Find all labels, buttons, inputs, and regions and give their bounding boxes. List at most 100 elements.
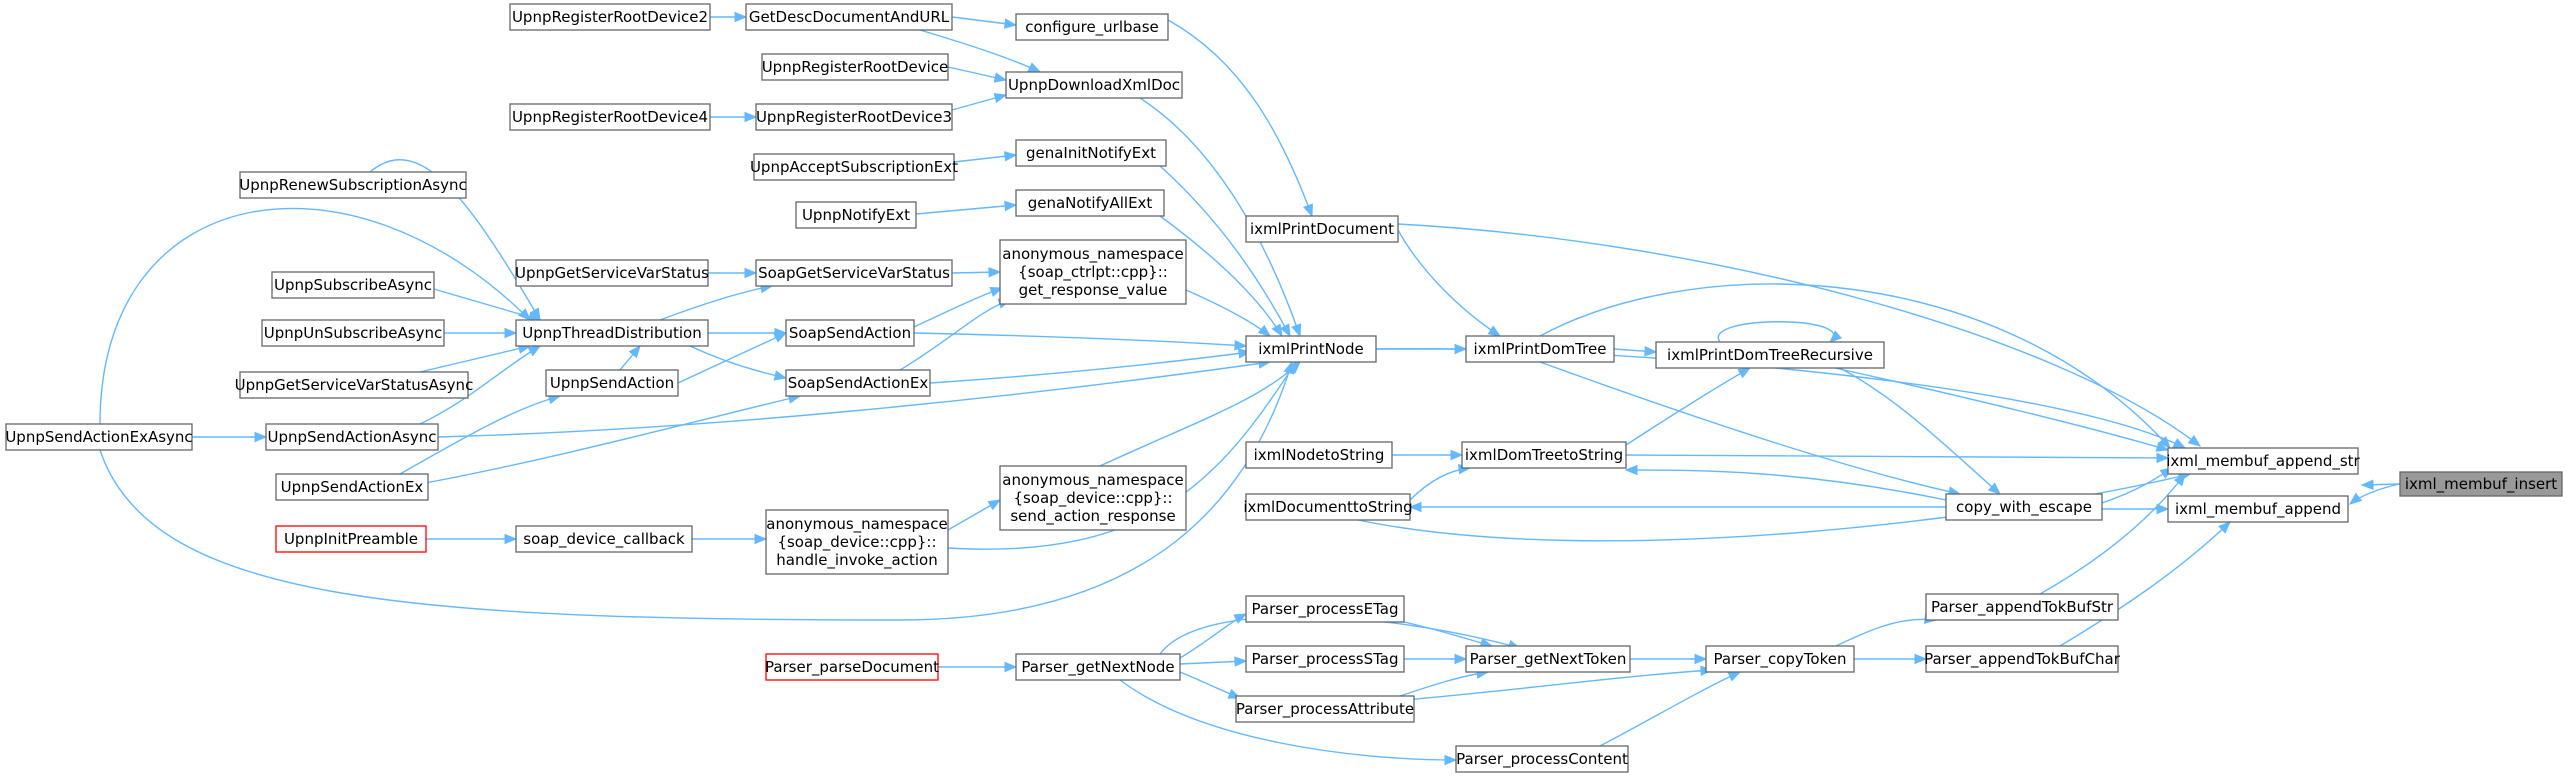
node-box[interactable]	[755, 259, 953, 287]
node-box[interactable]	[1005, 71, 1183, 99]
node-box[interactable]	[1245, 335, 1377, 363]
node-box[interactable]	[239, 171, 467, 199]
graph-node-register-root4[interactable]: UpnpRegisterRootDevice4	[509, 103, 711, 131]
graph-node-register-root2[interactable]: UpnpRegisterRootDevice2	[509, 3, 711, 31]
node-box[interactable]	[1245, 215, 1399, 243]
node-box[interactable]	[999, 465, 1187, 531]
graph-node-print-document[interactable]: ixmlPrintDocument	[1245, 215, 1399, 243]
node-box[interactable]	[2167, 447, 2359, 475]
node-box[interactable]	[509, 103, 711, 131]
node-box[interactable]	[1245, 441, 1393, 469]
node-box[interactable]	[1015, 13, 1169, 41]
node-box[interactable]	[515, 525, 693, 553]
graph-node-print-dom-tree[interactable]: ixmlPrintDomTree	[1465, 335, 1615, 363]
node-box[interactable]	[753, 153, 955, 181]
graph-node-notify-ext[interactable]: UpnpNotifyExt	[795, 201, 917, 229]
graph-node-domtree-to-string[interactable]: ixmlDomTreetoString	[1461, 441, 1627, 469]
node-box[interactable]	[265, 423, 439, 451]
node-box[interactable]	[509, 3, 711, 31]
graph-node-unsubscribe-async[interactable]: UpnpUnSubscribeAsync	[261, 319, 445, 347]
graph-node-soap-send-action-ex[interactable]: SoapSendActionEx	[785, 369, 931, 397]
graph-node-soap-device-callback[interactable]: soap_device_callback	[515, 525, 693, 553]
node-box[interactable]	[261, 319, 445, 347]
graph-node-process-etag[interactable]: Parser_processETag	[1245, 595, 1405, 623]
node-box[interactable]	[765, 653, 939, 681]
node-box[interactable]	[1925, 645, 2119, 673]
node-box[interactable]	[1015, 653, 1181, 681]
graph-node-send-action-ex-async[interactable]: UpnpSendActionExAsync	[5, 423, 193, 451]
node-box[interactable]	[1655, 341, 1885, 369]
graph-node-append[interactable]: ixml_membuf_append	[2167, 495, 2349, 523]
graph-node-append-tok-buf-str[interactable]: Parser_appendTokBufStr	[1925, 593, 2119, 621]
node-box[interactable]	[1245, 595, 1405, 623]
graph-node-renew-sub-async[interactable]: UpnpRenewSubscriptionAsync	[239, 171, 467, 199]
node-box[interactable]	[1461, 441, 1627, 469]
graph-node-document-to-string[interactable]: ixmlDocumenttoString	[1243, 493, 1413, 521]
node-box[interactable]	[5, 423, 193, 451]
graph-node-gena-init-notify[interactable]: genaInitNotifyExt	[1015, 139, 1167, 167]
graph-node-accept-sub-ext[interactable]: UpnpAcceptSubscriptionExt	[750, 153, 958, 181]
node-box[interactable]	[999, 239, 1187, 305]
node-box[interactable]	[755, 103, 953, 131]
node-box[interactable]	[745, 3, 953, 31]
node-box[interactable]	[1705, 645, 1855, 673]
graph-node-process-attribute[interactable]: Parser_processAttribute	[1235, 695, 1415, 723]
graph-node-append-str[interactable]: ixml_membuf_append_str	[2166, 447, 2361, 475]
graph-node-insert[interactable]: ixml_membuf_insert	[2399, 471, 2563, 497]
graph-node-subscribe-async[interactable]: UpnpSubscribeAsync	[271, 271, 435, 299]
node-box[interactable]	[275, 525, 427, 553]
graph-node-get-next-node[interactable]: Parser_getNextNode	[1015, 653, 1181, 681]
node-box[interactable]	[1925, 593, 2119, 621]
graph-node-soap-get-service-var-status[interactable]: SoapGetServiceVarStatus	[755, 259, 953, 287]
node-box[interactable]	[1235, 695, 1415, 723]
graph-node-get-response-value[interactable]: anonymous_namespace{soap_ctrlpt::cpp}::g…	[999, 239, 1187, 305]
node-box[interactable]	[785, 319, 915, 347]
node-box[interactable]	[765, 509, 949, 575]
graph-node-send-action-async[interactable]: UpnpSendActionAsync	[265, 423, 439, 451]
graph-node-nodeto-string[interactable]: ixmlNodetoString	[1245, 441, 1393, 469]
graph-node-get-service-var-status-async[interactable]: UpnpGetServiceVarStatusAsync	[235, 371, 474, 399]
graph-node-handle-invoke-action[interactable]: anonymous_namespace{soap_device::cpp}::h…	[765, 509, 949, 575]
node-box[interactable]	[275, 473, 429, 501]
graph-node-parse-document[interactable]: Parser_parseDocument	[765, 653, 939, 681]
graph-node-get-desc-doc[interactable]: GetDescDocumentAndURL	[745, 3, 953, 31]
graph-node-append-tok-buf-char[interactable]: Parser_appendTokBufChar	[1924, 645, 2121, 673]
graph-node-get-service-var-status[interactable]: UpnpGetServiceVarStatus	[515, 259, 709, 287]
node-box[interactable]	[1465, 645, 1631, 673]
node-box[interactable]	[515, 259, 709, 287]
graph-node-soap-send-action[interactable]: SoapSendAction	[785, 319, 915, 347]
graph-node-send-action-response[interactable]: anonymous_namespace{soap_device::cpp}::s…	[999, 465, 1187, 531]
graph-node-print-dom-tree-rec[interactable]: ixmlPrintDomTreeRecursive	[1655, 341, 1885, 369]
node-box[interactable]	[545, 369, 679, 397]
node-box[interactable]	[785, 369, 931, 397]
node-box[interactable]	[1245, 493, 1411, 521]
node-box[interactable]	[515, 319, 709, 347]
node-box[interactable]	[1455, 745, 1629, 773]
graph-node-print-node[interactable]: ixmlPrintNode	[1245, 335, 1377, 363]
graph-node-send-action[interactable]: UpnpSendAction	[545, 369, 679, 397]
node-box[interactable]	[239, 371, 469, 399]
graph-node-send-action-ex[interactable]: UpnpSendActionEx	[275, 473, 429, 501]
node-box[interactable]	[1015, 189, 1165, 217]
graph-node-register-root[interactable]: UpnpRegisterRootDevice	[761, 53, 949, 81]
graph-node-copy-with-escape[interactable]: copy_with_escape	[1945, 493, 2103, 521]
graph-node-configure-urlbase[interactable]: configure_urlbase	[1015, 13, 1169, 41]
node-box[interactable]	[1015, 139, 1167, 167]
node-box[interactable]	[2399, 471, 2563, 497]
graph-node-init-preamble[interactable]: UpnpInitPreamble	[275, 525, 427, 553]
graph-node-get-next-token[interactable]: Parser_getNextToken	[1465, 645, 1631, 673]
node-box[interactable]	[761, 53, 949, 81]
graph-node-gena-notify-all[interactable]: genaNotifyAllExt	[1015, 189, 1165, 217]
node-box[interactable]	[795, 201, 917, 229]
node-box[interactable]	[271, 271, 435, 299]
graph-node-process-stag[interactable]: Parser_processSTag	[1245, 645, 1405, 673]
graph-node-download-xml[interactable]: UpnpDownloadXmlDoc	[1005, 71, 1183, 99]
graph-node-thread-distribution[interactable]: UpnpThreadDistribution	[515, 319, 709, 347]
graph-node-copy-token[interactable]: Parser_copyToken	[1705, 645, 1855, 673]
node-box[interactable]	[1945, 493, 2103, 521]
node-box[interactable]	[1465, 335, 1615, 363]
node-box[interactable]	[1245, 645, 1405, 673]
graph-node-process-content[interactable]: Parser_processContent	[1455, 745, 1629, 773]
node-box[interactable]	[2167, 495, 2349, 523]
graph-node-register-root3[interactable]: UpnpRegisterRootDevice3	[755, 103, 953, 131]
